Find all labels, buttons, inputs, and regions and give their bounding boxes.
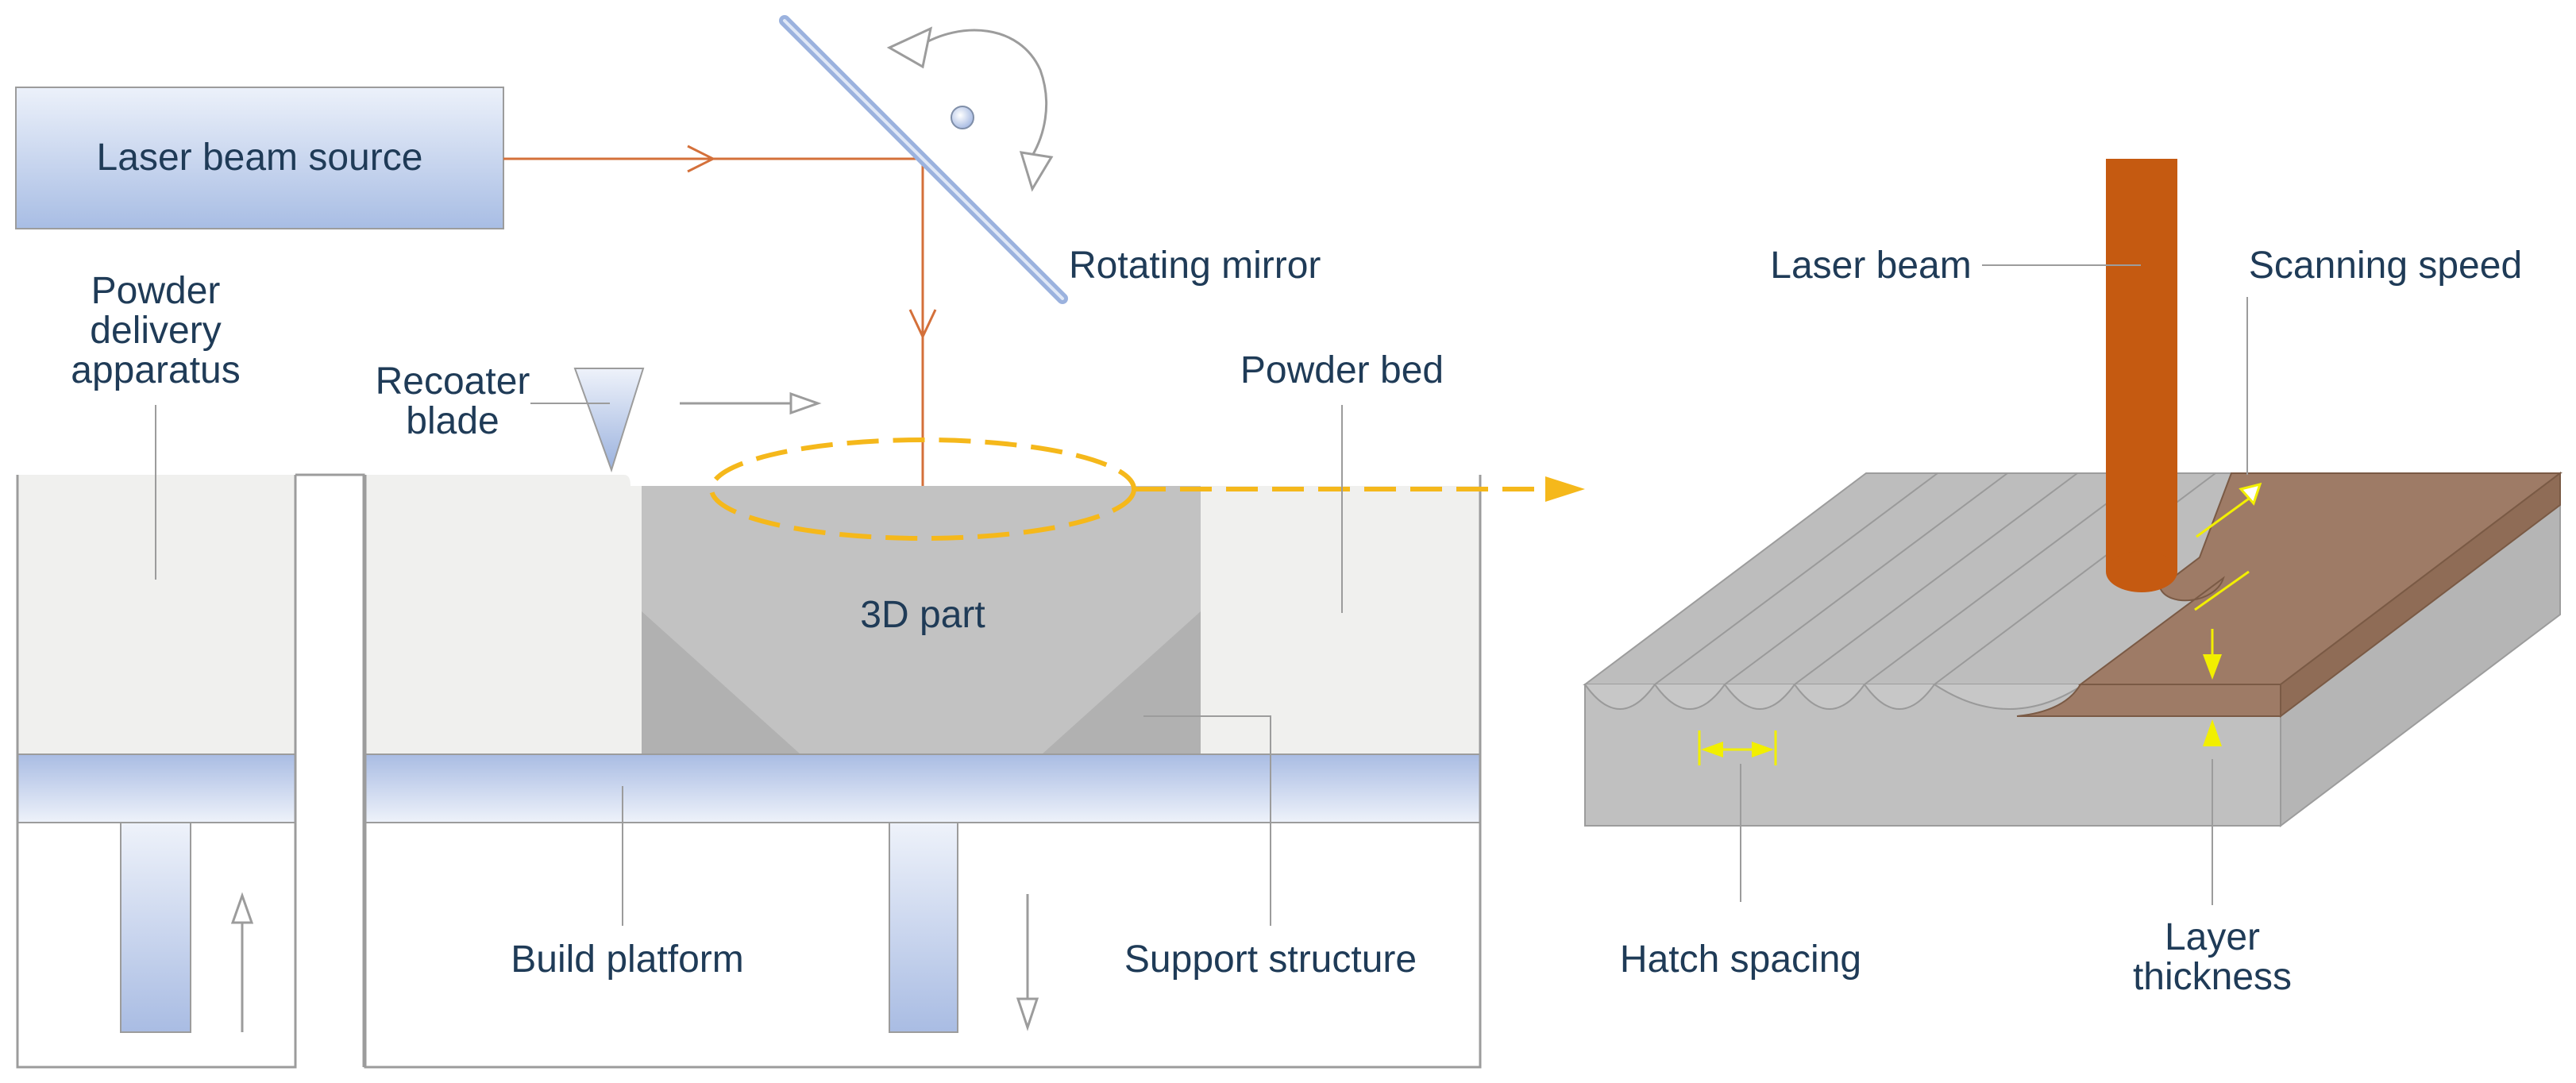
support-right <box>1042 611 1201 754</box>
part-3d-label: 3D part <box>860 594 985 636</box>
layer-thickness-label-2: thickness <box>2133 956 2292 998</box>
hatch-spacing-arrows <box>1698 730 1777 765</box>
layer-thickness-label-1: Layer <box>2165 916 2260 958</box>
hatch-spacing-label: Hatch spacing <box>1620 938 1861 981</box>
scanning-speed-label: Scanning speed <box>2249 245 2522 287</box>
build-platform-plate <box>364 753 1481 823</box>
build-piston <box>889 822 958 1033</box>
build-platform-label: Build platform <box>511 938 743 981</box>
build-chamber-wall <box>364 475 1482 1069</box>
delivery-up-arrow-head <box>230 892 254 924</box>
rotation-arrow-head-bottom <box>1019 151 1054 192</box>
scanning-direction-arrow <box>2194 570 2250 611</box>
support-structure-label: Support structure <box>1124 938 1417 981</box>
rotation-arrow-head-top <box>886 26 933 69</box>
recoater-label-1: Recoater <box>376 360 530 403</box>
melted-layer-front <box>2016 684 2281 717</box>
melted-layer-top <box>2077 472 2563 685</box>
recoater-motion-arrow-head <box>789 391 822 415</box>
support-left <box>642 611 800 754</box>
zoom-arrow-head <box>1545 476 1585 502</box>
machine-schematic: Laser beam source <box>15 15 1585 1069</box>
delivery-piston <box>120 822 191 1033</box>
powder-delivery-container <box>16 473 365 1069</box>
powder-delivery-label-1: Powder <box>91 270 221 312</box>
powder-bed-right <box>1201 486 1480 754</box>
build-down-arrow-head <box>1016 997 1039 1031</box>
leader-lines-left <box>155 403 1343 926</box>
scanning-speed-arrow <box>2196 482 2262 538</box>
rotation-arrow-icon <box>919 29 1048 156</box>
laser-path <box>503 145 937 486</box>
powder-bed-label: Powder bed <box>1240 349 1444 391</box>
laser-beam-column <box>2106 159 2177 592</box>
rotating-mirror <box>779 15 1068 304</box>
leader-lines-right <box>1740 264 2248 905</box>
melted-layer-side <box>2280 471 2561 719</box>
recoater-label-2: blade <box>406 400 499 442</box>
recoater-blade <box>573 368 822 473</box>
track-cross-sections <box>1584 684 2084 710</box>
laser-beam-label: Laser beam <box>1770 245 1971 287</box>
recoater-blade-shape <box>573 368 645 473</box>
laser-arrow-down <box>908 309 937 340</box>
melt-pool-detail: Laser beam Scanning speed Hatch spacing … <box>1583 159 2563 998</box>
powder-bed-left <box>365 475 642 754</box>
laser-beam-source-label: Laser beam source <box>97 137 423 179</box>
mirror-pivot <box>951 106 974 129</box>
layer-thickness-arrows <box>2203 629 2222 746</box>
build-chamber <box>364 475 1482 1069</box>
zoom-highlight <box>709 437 1585 541</box>
powder-delivery-label-3: apparatus <box>71 349 241 391</box>
laser-source-box: Laser beam source <box>15 87 504 229</box>
delivery-container-wall <box>16 475 297 1069</box>
separator-wall <box>295 473 365 1067</box>
powder-delivery-label-2: delivery <box>90 310 221 352</box>
laser-arrow-right <box>687 145 716 173</box>
delivery-platform <box>17 753 296 823</box>
rotating-mirror-label: Rotating mirror <box>1069 245 1321 287</box>
